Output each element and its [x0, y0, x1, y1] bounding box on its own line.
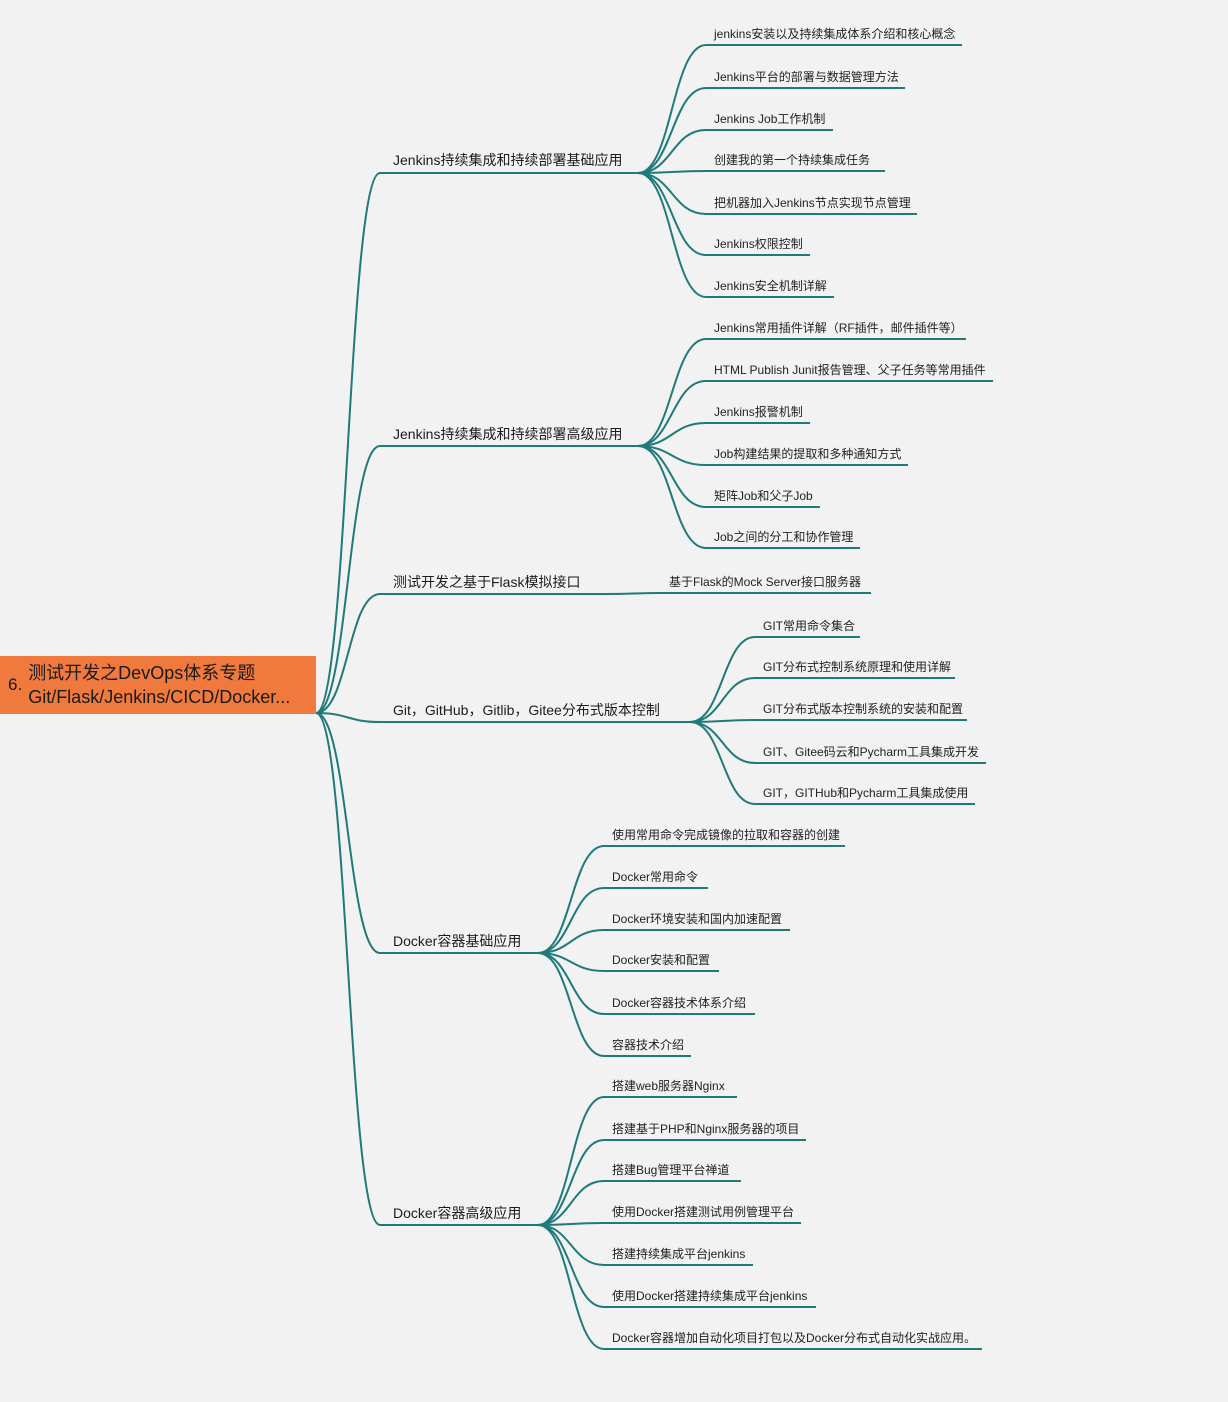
root-to-branch-connector — [315, 712, 381, 954]
root-to-branch-connector — [315, 712, 381, 1226]
branch-to-leaf-connector — [605, 592, 662, 595]
root-topic[interactable]: 6. 测试开发之DevOps体系专题 Git/Flask/Jenkins/CIC… — [0, 656, 316, 714]
leaf-topic[interactable]: Jenkins Job工作机制 — [714, 112, 826, 126]
leaf-topic[interactable]: GIT常用命令集合 — [763, 619, 855, 633]
leaf-topic[interactable]: 搭建持续集成平台jenkins — [612, 1247, 746, 1261]
branch-topic-flask[interactable]: 测试开发之基于Flask模拟接口 — [393, 574, 581, 590]
branch-topic-docker-basic[interactable]: Docker容器基础应用 — [393, 933, 522, 949]
root-topic-number: 6. — [8, 675, 23, 694]
root-to-branch-connector — [315, 445, 381, 714]
branch-topic-docker-advanced[interactable]: Docker容器高级应用 — [393, 1205, 522, 1221]
leaf-topic[interactable]: 把机器加入Jenkins节点实现节点管理 — [714, 196, 911, 210]
leaf-topic[interactable]: Docker常用命令 — [612, 870, 699, 884]
branch-to-leaf-connector — [637, 380, 707, 447]
branch-to-leaf-connector — [637, 445, 707, 549]
leaf-topic[interactable]: 矩阵Job和父子Job — [714, 489, 813, 503]
leaf-topic[interactable]: 搭建Bug管理平台禅道 — [612, 1163, 730, 1177]
branch-topic-jenkins-basic[interactable]: Jenkins持续集成和持续部署基础应用 — [393, 152, 623, 168]
leaf-topic[interactable]: 使用Docker搭建测试用例管理平台 — [612, 1205, 795, 1219]
branch-to-leaf-connector — [689, 721, 756, 805]
root-to-branch-connector — [315, 593, 381, 714]
branch-to-leaf-connector — [537, 1224, 605, 1266]
leaf-topic[interactable]: Jenkins权限控制 — [714, 237, 803, 251]
leaf-topic[interactable]: 使用Docker搭建持续集成平台jenkins — [612, 1289, 808, 1303]
leaf-topic[interactable]: Docker容器技术体系介绍 — [612, 996, 747, 1010]
leaf-topic[interactable]: jenkins安装以及持续集成体系介绍和核心概念 — [714, 27, 956, 41]
branch-topic-jenkins-advanced[interactable]: Jenkins持续集成和持续部署高级应用 — [393, 426, 623, 442]
branch-to-leaf-connector — [637, 422, 707, 447]
branch-to-leaf-connector — [537, 1139, 605, 1226]
leaf-topic[interactable]: Docker安装和配置 — [612, 953, 711, 967]
leaf-topic[interactable]: GIT、Gitee码云和Pycharm工具集成开发 — [763, 745, 980, 759]
branch-to-leaf-connector — [537, 1224, 605, 1350]
leaf-topic[interactable]: GIT分布式版本控制系统的安装和配置 — [763, 702, 963, 716]
leaf-topic[interactable]: HTML Publish Junit报告管理、父子任务等常用插件 — [714, 363, 986, 377]
root-to-branch-connector — [315, 172, 381, 714]
branch-to-leaf-connector — [689, 721, 756, 764]
leaf-topic[interactable]: GIT分布式控制系统原理和使用详解 — [763, 660, 951, 674]
leaf-topic[interactable]: 容器技术介绍 — [612, 1038, 685, 1052]
leaf-topic[interactable]: Docker环境安装和国内加速配置 — [612, 912, 783, 926]
branch-to-leaf-connector — [537, 1180, 605, 1226]
root-topic-text: 测试开发之DevOps体系专题 Git/Flask/Jenkins/CICD/D… — [28, 661, 308, 709]
branch-topic-git[interactable]: Git，GitHub，Gitlib，Gitee分布式版本控制 — [393, 702, 660, 718]
leaf-topic[interactable]: Jenkins安全机制详解 — [714, 279, 827, 293]
branch-to-leaf-connector — [637, 172, 707, 256]
leaf-topic[interactable]: 使用常用命令完成镜像的拉取和容器的创建 — [612, 828, 841, 842]
leaf-topic[interactable]: 创建我的第一个持续集成任务 — [714, 153, 871, 167]
branch-to-leaf-connector — [537, 929, 605, 954]
branch-to-leaf-connector — [637, 445, 707, 466]
leaf-topic[interactable]: 搭建基于PHP和Nginx服务器的项目 — [612, 1122, 800, 1136]
branch-to-leaf-connector — [637, 172, 707, 298]
branch-to-leaf-connector — [537, 887, 605, 954]
branch-to-leaf-connector — [537, 845, 605, 954]
branch-to-leaf-connector — [537, 1224, 605, 1308]
leaf-topic[interactable]: 基于Flask的Mock Server接口服务器 — [669, 575, 862, 589]
branch-to-leaf-connector — [637, 170, 707, 174]
branch-to-leaf-connector — [537, 952, 605, 1057]
root-topic-line-1: 测试开发之DevOps体系专题 — [28, 663, 256, 683]
branch-to-leaf-connector — [637, 172, 707, 215]
branch-to-leaf-connector — [637, 338, 707, 447]
root-to-branch-connector — [315, 712, 381, 723]
leaf-topic[interactable]: Jenkins报警机制 — [714, 405, 803, 419]
branch-to-leaf-connector — [689, 677, 756, 723]
leaf-topic[interactable]: Job构建结果的提取和多种通知方式 — [714, 447, 902, 461]
leaf-topic[interactable]: Docker容器增加自动化项目打包以及Docker分布式自动化实战应用。 — [612, 1331, 977, 1345]
branch-to-leaf-connector — [637, 87, 707, 174]
branch-to-leaf-connector — [689, 719, 756, 723]
leaf-topic[interactable]: Jenkins常用插件详解（RF插件，邮件插件等） — [714, 321, 963, 335]
leaf-topic[interactable]: Jenkins平台的部署与数据管理方法 — [714, 70, 899, 84]
leaf-topic[interactable]: Job之间的分工和协作管理 — [714, 530, 854, 544]
leaf-topic[interactable]: 搭建web服务器Nginx — [612, 1079, 725, 1093]
root-topic-line-2: Git/Flask/Jenkins/CICD/Docker... — [28, 687, 291, 707]
branch-to-leaf-connector — [637, 44, 707, 174]
branch-to-leaf-connector — [637, 129, 707, 174]
leaf-topic[interactable]: GIT，GITHub和Pycharm工具集成使用 — [763, 786, 969, 800]
branch-to-leaf-connector — [537, 952, 605, 972]
branch-to-leaf-connector — [537, 1096, 605, 1226]
branch-to-leaf-connector — [689, 636, 756, 723]
